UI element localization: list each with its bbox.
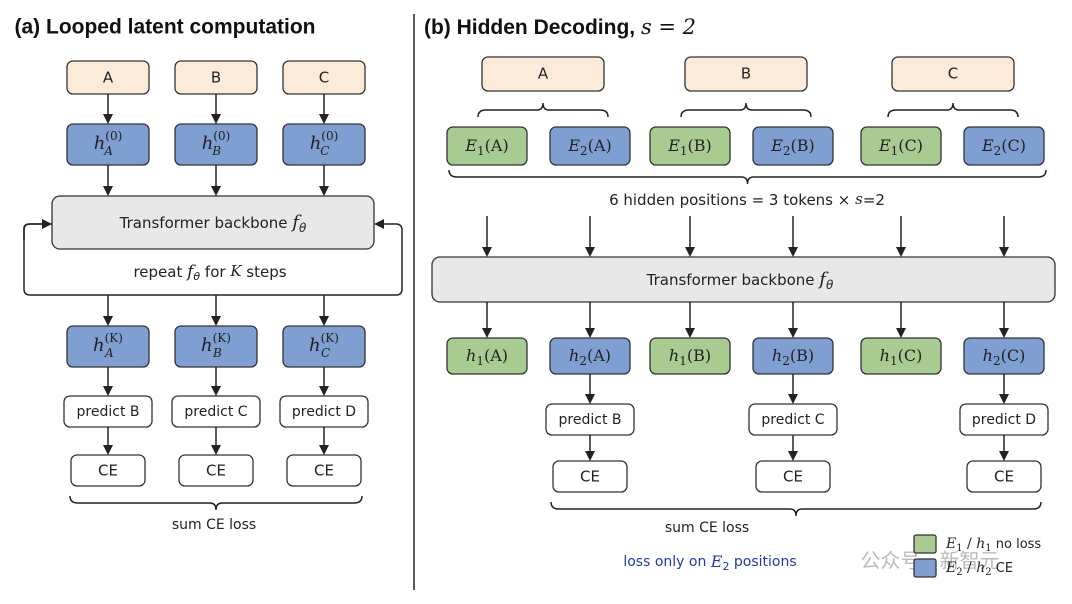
- token-brace: [680, 102, 812, 118]
- legend-swatch-green: [913, 534, 937, 554]
- sum-brace-right: [550, 501, 1042, 517]
- token-box-a: [481, 56, 605, 92]
- final-state-label: h(K)A: [93, 331, 123, 360]
- init-state-label: h(0)B: [202, 129, 231, 158]
- hidden-state-box: [649, 337, 731, 375]
- embedding-box: [549, 126, 631, 166]
- predict-label: predict C: [184, 404, 247, 420]
- predict-label: predict D: [972, 412, 1036, 428]
- token-label: A: [538, 65, 549, 83]
- init-state-label: h(0)C: [310, 129, 339, 158]
- ce-box: [70, 454, 146, 487]
- token-brace: [887, 102, 1019, 118]
- ce-label: CE: [314, 462, 334, 480]
- left-panel-title: (a) Looped latent computation: [15, 16, 316, 39]
- loss-only-note: loss only on E2 positions: [623, 552, 796, 574]
- init-state-label: h(0)A: [94, 129, 123, 158]
- ce-label: CE: [206, 462, 226, 480]
- embedding-label: E1(A): [464, 136, 508, 158]
- predict-label: predict D: [292, 404, 356, 420]
- token-label: C: [319, 69, 329, 87]
- legend-label: E2 / h2 CE: [945, 560, 1013, 578]
- hidden-state-label: h1(B): [669, 346, 711, 368]
- hidden-state-box: [446, 337, 528, 375]
- ce-box: [552, 460, 628, 493]
- ce-label: CE: [994, 468, 1014, 486]
- final-state-label: h(K)B: [201, 331, 231, 360]
- ce-label: CE: [783, 468, 803, 486]
- repeat-steps-label: repeat fθ for K steps: [133, 262, 286, 284]
- transformer-backbone-label: Transformer backbone fθ: [646, 269, 834, 292]
- token-label: B: [211, 69, 221, 87]
- predict-label: predict B: [559, 412, 622, 428]
- sum-brace-left: [69, 495, 363, 511]
- legend-label: E1 / h1 no loss: [945, 536, 1041, 554]
- hidden-state-label: h1(C): [880, 346, 923, 368]
- predict-label: predict B: [77, 404, 140, 420]
- hidden-state-box: [860, 337, 942, 375]
- embedding-label: E1(C): [878, 136, 923, 158]
- positions-brace: [448, 169, 1047, 185]
- ce-label: CE: [98, 462, 118, 480]
- embedding-box: [860, 126, 942, 166]
- hidden-state-label: h2(C): [983, 346, 1026, 368]
- ce-box: [755, 460, 831, 493]
- embedding-box: [752, 126, 834, 166]
- hidden-state-label: h2(B): [772, 346, 814, 368]
- embedding-label: E2(A): [567, 136, 611, 158]
- embedding-label: E1(B): [667, 136, 712, 158]
- embedding-box: [446, 126, 528, 166]
- final-state-label: h(K)C: [309, 331, 339, 360]
- ce-box: [178, 454, 254, 487]
- hidden-state-label: h1(A): [466, 346, 508, 368]
- sum-ce-loss-label-right: sum CE loss: [665, 520, 749, 536]
- token-label: B: [741, 65, 751, 83]
- predict-label: predict C: [761, 412, 824, 428]
- embedding-box: [963, 126, 1045, 166]
- legend-swatch-blue: [913, 558, 937, 578]
- token-box-c: [891, 56, 1015, 92]
- hidden-state-label: h2(A): [569, 346, 611, 368]
- right-panel-title: (b) Hidden Decoding, s = 2: [424, 15, 696, 39]
- token-label: C: [948, 65, 958, 83]
- hidden-positions-label: 6 hidden positions = 3 tokens × s=2: [609, 190, 885, 209]
- ce-label: CE: [580, 468, 600, 486]
- ce-box: [286, 454, 362, 487]
- sum-ce-loss-label-left: sum CE loss: [172, 517, 256, 533]
- embedding-label: E2(C): [981, 136, 1026, 158]
- transformer-backbone-label: Transformer backbone fθ: [119, 212, 307, 235]
- token-brace: [477, 102, 609, 118]
- token-box-b: [684, 56, 808, 92]
- loop-arrow-left: [23, 219, 52, 240]
- transformer-backbone-box: [431, 256, 1056, 303]
- token-label: A: [103, 69, 114, 87]
- embedding-box: [649, 126, 731, 166]
- embedding-label: E2(B): [770, 136, 815, 158]
- ce-box: [966, 460, 1042, 493]
